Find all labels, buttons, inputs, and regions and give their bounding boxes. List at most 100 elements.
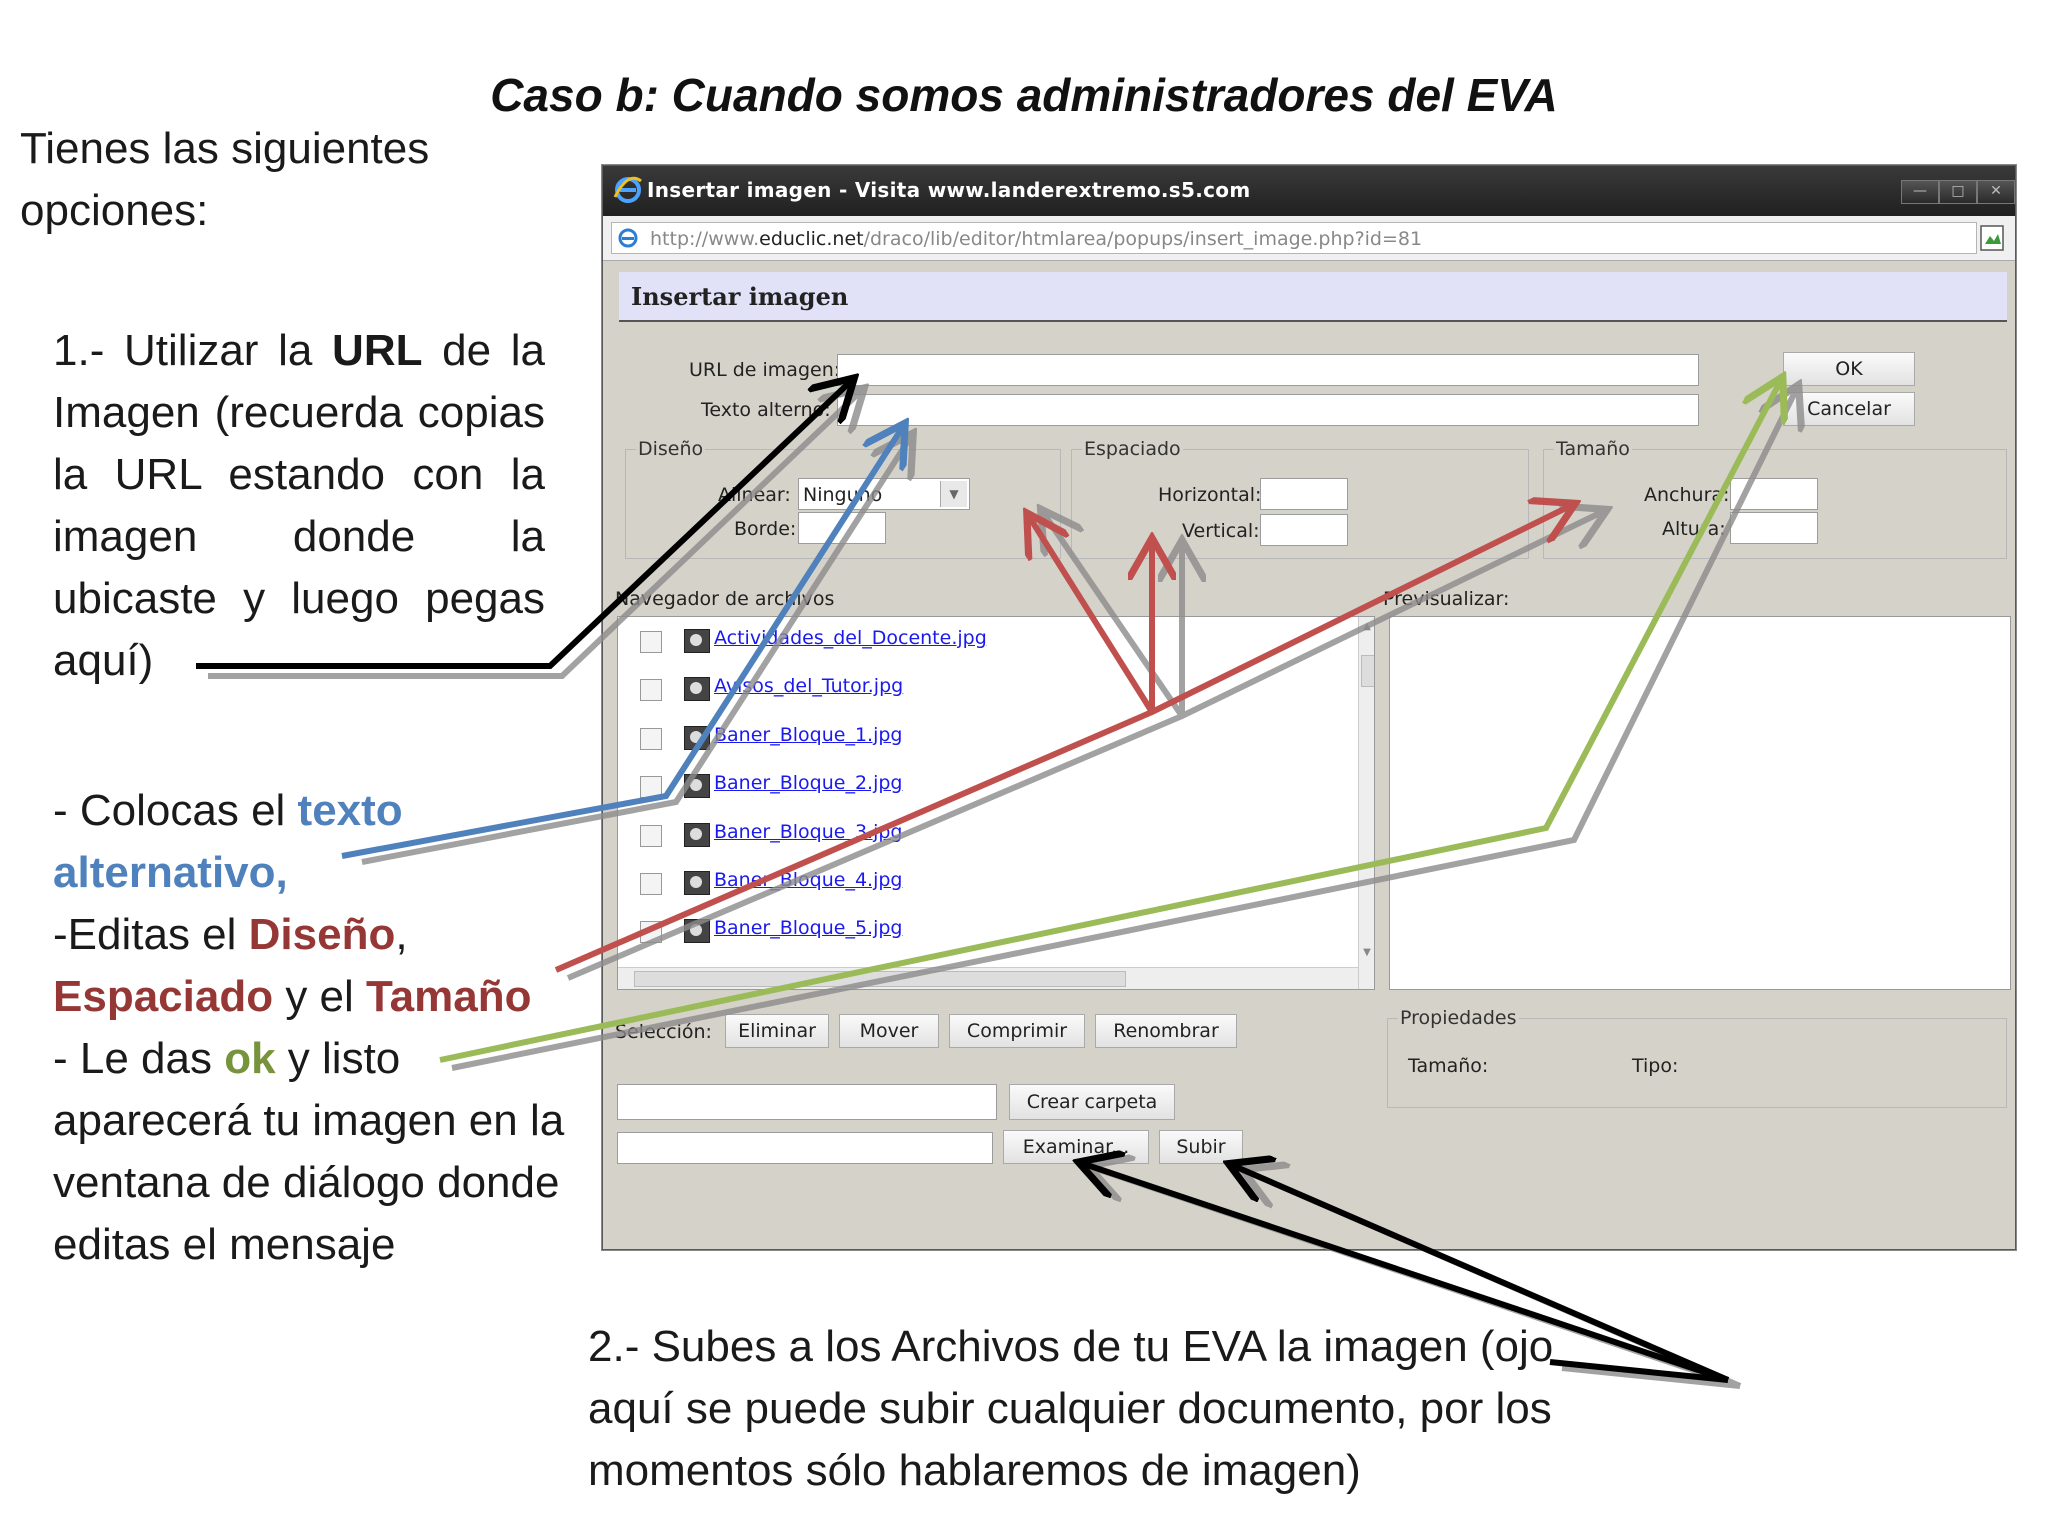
file-link[interactable]: Baner_Bloque_4.jpg bbox=[714, 869, 903, 891]
maximize-button[interactable]: □ bbox=[1939, 180, 1977, 204]
file-row[interactable]: Actividades_del_Docente.jpg bbox=[618, 623, 1318, 663]
minimize-icon: — bbox=[1913, 183, 1927, 199]
file-checkbox[interactable] bbox=[640, 873, 662, 895]
move-button[interactable]: Mover bbox=[839, 1014, 939, 1048]
folder-name-input[interactable] bbox=[617, 1084, 997, 1120]
window-title: Insertar imagen - Visita www.landerextre… bbox=[647, 178, 1251, 202]
horizontal-input[interactable] bbox=[1260, 478, 1348, 510]
file-row[interactable]: Baner_Bloque_1.jpg bbox=[618, 720, 1318, 760]
delete-button[interactable]: Eliminar bbox=[725, 1014, 829, 1048]
bullet-text: - Le das bbox=[53, 1034, 225, 1083]
file-checkbox[interactable] bbox=[640, 679, 662, 702]
window-titlebar[interactable]: Insertar imagen - Visita www.landerextre… bbox=[603, 166, 2015, 216]
close-icon: ✕ bbox=[1990, 183, 2002, 199]
image-file-icon bbox=[684, 822, 710, 847]
scroll-down-icon[interactable]: ▼ bbox=[1363, 947, 1371, 958]
address-url: http://www.educlic.net/draco/lib/editor/… bbox=[650, 228, 1422, 250]
property-type-label: Tipo: bbox=[1632, 1055, 1679, 1077]
minimize-button[interactable]: — bbox=[1901, 180, 1939, 204]
maximize-icon: □ bbox=[1951, 183, 1965, 199]
step1-suffix: de la Imagen (recuerda copias la URL est… bbox=[53, 326, 546, 685]
file-checkbox[interactable] bbox=[640, 727, 662, 750]
file-link[interactable]: Avisos_del_Tutor.jpg bbox=[714, 675, 904, 698]
bullet-text: - Colocas el bbox=[53, 786, 298, 835]
image-file-icon bbox=[684, 871, 710, 895]
file-row[interactable]: Baner_Bloque_3.jpg bbox=[618, 817, 1318, 857]
alt-text-label: Texto alterno: bbox=[701, 399, 831, 421]
file-checkbox[interactable] bbox=[640, 921, 662, 944]
upload-button[interactable]: Subir bbox=[1159, 1130, 1243, 1164]
hscroll-thumb[interactable] bbox=[634, 971, 1126, 987]
align-label: Alinear: bbox=[718, 484, 791, 506]
file-row[interactable]: Baner_Bloque_4.jpg bbox=[618, 865, 1318, 905]
close-button[interactable]: ✕ bbox=[1977, 180, 2015, 204]
image-file-icon bbox=[684, 774, 710, 799]
size-legend: Tamaño bbox=[1554, 438, 1632, 460]
intro-text: Tienes las siguientes opciones: bbox=[20, 124, 430, 235]
bullet-list: - Colocas el texto alternativo, -Editas … bbox=[53, 780, 573, 1276]
bullet-text: y el bbox=[273, 972, 367, 1021]
rename-button[interactable]: Renombrar bbox=[1095, 1014, 1237, 1048]
browse-button[interactable]: Examinar... bbox=[1003, 1130, 1149, 1164]
page-icon[interactable] bbox=[1979, 224, 2005, 252]
file-link[interactable]: Actividades_del_Docente.jpg bbox=[714, 627, 987, 649]
address-field[interactable]: http://www.educlic.net/draco/lib/editor/… bbox=[611, 222, 1977, 254]
step2-text: 2.- Subes a los Archivos de tu EVA la im… bbox=[588, 1322, 1554, 1495]
bullet-text: , bbox=[395, 910, 408, 959]
compress-button[interactable]: Comprimir bbox=[949, 1014, 1085, 1048]
file-path-input[interactable] bbox=[617, 1132, 993, 1164]
spacing-fieldset: Espaciado Horizontal: Vertical: bbox=[1071, 438, 1529, 559]
url-host: educlic.net bbox=[759, 228, 864, 250]
dialog-header: Insertar imagen bbox=[619, 272, 2007, 322]
selection-label: Selección: bbox=[615, 1021, 712, 1043]
step1-text: 1.- Utilizar la URL de la Imagen (recuer… bbox=[53, 320, 545, 692]
align-select[interactable]: Ninguno ▼ bbox=[798, 478, 970, 510]
horizontal-label: Horizontal: bbox=[1158, 484, 1262, 506]
ie-page-icon bbox=[618, 228, 638, 248]
property-size-label: Tamaño: bbox=[1408, 1055, 1489, 1077]
create-folder-button[interactable]: Crear carpeta bbox=[1009, 1084, 1175, 1120]
file-row[interactable]: Baner_Bloque_2.jpg bbox=[618, 768, 1318, 808]
preview-label: Previsualizar: bbox=[1383, 588, 1510, 610]
highlight-tamano: Tamaño bbox=[366, 972, 532, 1021]
insert-image-window: Insertar imagen - Visita www.landerextre… bbox=[602, 165, 2016, 1250]
width-input[interactable] bbox=[1730, 478, 1818, 510]
file-checkbox[interactable] bbox=[640, 776, 662, 799]
file-checkbox[interactable] bbox=[640, 631, 662, 653]
bullet-design: -Editas el Diseño,Espaciado y el Tamaño bbox=[53, 904, 573, 1028]
bullet-alt-text: - Colocas el texto alternativo, bbox=[53, 780, 573, 904]
vertical-input[interactable] bbox=[1260, 514, 1348, 546]
chevron-down-icon[interactable]: ▼ bbox=[940, 481, 967, 507]
dialog-title: Insertar imagen bbox=[631, 282, 849, 311]
border-input[interactable] bbox=[798, 512, 886, 544]
file-link[interactable]: Baner_Bloque_5.jpg bbox=[714, 917, 903, 940]
step1-prefix: 1.- Utilizar la bbox=[53, 326, 333, 375]
alt-text-input[interactable] bbox=[837, 394, 1699, 426]
spacing-legend: Espaciado bbox=[1082, 438, 1183, 460]
url-label: URL de imagen: bbox=[689, 359, 841, 381]
step1-url-word: URL bbox=[332, 326, 423, 375]
slide-title: Caso b: Cuando somos administradores del… bbox=[490, 69, 1558, 121]
scroll-up-icon[interactable]: ▲ bbox=[1363, 621, 1371, 632]
url-prefix: http://www. bbox=[650, 228, 760, 250]
horizontal-scrollbar[interactable] bbox=[618, 967, 1358, 989]
cancel-button[interactable]: Cancelar bbox=[1783, 392, 1915, 426]
url-input[interactable] bbox=[837, 354, 1699, 386]
file-checkbox[interactable] bbox=[640, 824, 662, 847]
image-file-icon bbox=[684, 919, 710, 944]
highlight-diseno: Diseño bbox=[248, 910, 396, 959]
file-link[interactable]: Baner_Bloque_1.jpg bbox=[714, 723, 903, 746]
properties-legend: Propiedades bbox=[1398, 1007, 1519, 1029]
file-row[interactable]: Baner_Bloque_5.jpg bbox=[618, 913, 1318, 953]
scroll-thumb[interactable] bbox=[1361, 655, 1374, 687]
file-row[interactable]: Avisos_del_Tutor.jpg bbox=[618, 671, 1318, 711]
height-input[interactable] bbox=[1730, 512, 1818, 544]
bullet-text: y listo aparecerá tu imagen en la ventan… bbox=[53, 1034, 565, 1269]
height-label: Altura: bbox=[1662, 518, 1726, 540]
file-link[interactable]: Baner_Bloque_2.jpg bbox=[714, 772, 903, 795]
ok-button[interactable]: OK bbox=[1783, 352, 1915, 386]
design-fieldset: Diseño Alinear: Ninguno ▼ Borde: bbox=[625, 438, 1061, 559]
file-link[interactable]: Baner_Bloque_3.jpg bbox=[714, 820, 903, 843]
vertical-scrollbar[interactable]: ▲ ▼ bbox=[1358, 617, 1374, 989]
